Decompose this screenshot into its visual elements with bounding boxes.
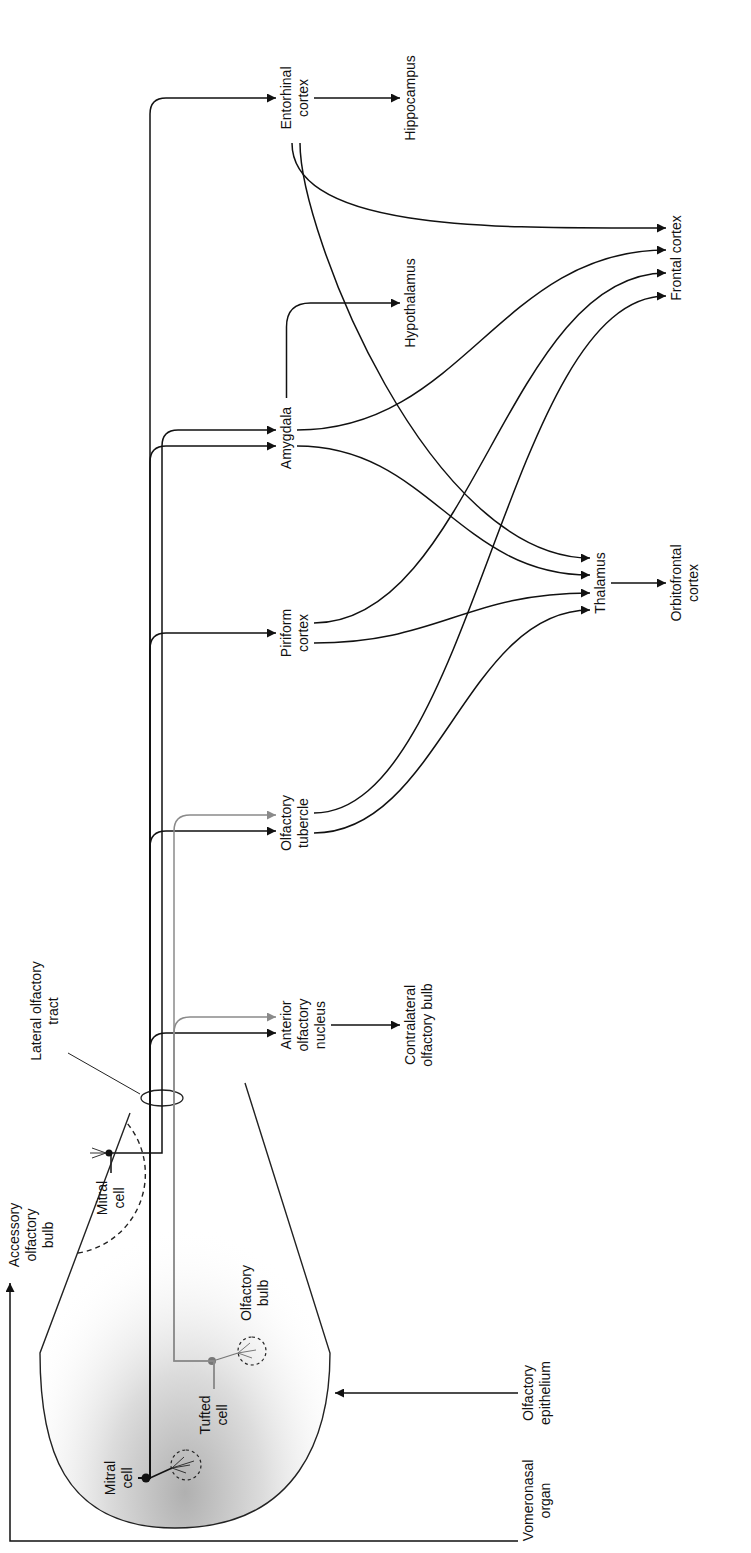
node-text: Anterior olfactory nucleus <box>278 985 329 1065</box>
node-text: Orbitofrontal cortex <box>668 528 702 638</box>
dendrite-tuft <box>238 1343 256 1358</box>
node-text: Thalamus <box>592 543 609 623</box>
projection-arrow <box>314 296 666 813</box>
projection-arrow <box>314 593 590 643</box>
node-text: Olfactory epithelium <box>520 1348 554 1438</box>
source-label: Olfactory epithelium <box>518 1348 556 1438</box>
node-text: Vomeronasal organ <box>520 1453 554 1548</box>
projection-arrow <box>297 250 666 430</box>
target-label: Orbitofrontal cortex <box>666 528 704 638</box>
structure-label: Lateral olfactory tract <box>28 959 62 1063</box>
mitral-dendrite <box>150 1468 172 1478</box>
bulb-shading <box>40 1083 330 1528</box>
leader-line <box>68 1053 140 1094</box>
projection-arrow <box>292 143 666 228</box>
node-text: Mitral cell <box>102 1453 136 1503</box>
accessory-bulb-region: Accessory olfactory bulb Mitral cell <box>0 1073 200 1283</box>
projection-arrow <box>314 273 666 623</box>
projection-arrow <box>314 97 400 99</box>
target-label: Contralateral olfactory bulb <box>400 965 438 1085</box>
node-text: Contralateral olfactory bulb <box>402 965 436 1085</box>
target-label: Piriform cortex <box>276 593 314 673</box>
target-label: Frontal cortex <box>666 203 687 313</box>
projection-arrow <box>138 1033 276 1478</box>
target-label: Anterior olfactory nucleus <box>276 985 331 1065</box>
target-label: Hypothalamus <box>400 248 421 358</box>
projection-arrow <box>300 143 590 558</box>
projection-arrow <box>138 831 276 1478</box>
cell-label: Tufted cell <box>195 1389 233 1441</box>
region-outline-path <box>78 1123 145 1253</box>
source-label: Vomeronasal organ <box>518 1453 556 1548</box>
projection-arrow <box>10 1283 518 1541</box>
projection-arrow <box>138 633 276 1478</box>
target-label: Entorhinal cortex <box>276 53 314 143</box>
projection-arrow <box>111 430 276 1173</box>
projection-arrow <box>335 1392 518 1394</box>
node-text: Mitral cell <box>94 1173 128 1223</box>
node-text: Accessory olfactory bulb <box>6 1195 57 1275</box>
glomerulus <box>171 1450 201 1480</box>
projection-arrow <box>331 1024 400 1026</box>
target-label: Hippocampus <box>400 43 421 153</box>
node-text: Olfactory tubercle <box>278 783 312 863</box>
node-text: Frontal cortex <box>668 203 685 313</box>
cell-label: Mitral cell <box>100 1453 138 1503</box>
node-text: Hypothalamus <box>402 248 419 358</box>
region-outline-path <box>40 1083 330 1528</box>
cell-label: Mitral cell <box>92 1173 130 1223</box>
node-text: Piriform cortex <box>278 593 312 673</box>
node-text: Olfactory bulb <box>238 1255 272 1331</box>
projection-arrow <box>297 446 590 575</box>
dendrite-tuft <box>172 1457 194 1473</box>
target-label: Amygdala <box>276 398 297 478</box>
target-label: Olfactory tubercle <box>276 783 314 863</box>
projection-arrow <box>138 98 276 1478</box>
dendrite-tuft <box>90 1148 106 1158</box>
projection-arrow <box>174 1017 276 1389</box>
tufted-dendrite <box>216 1353 238 1360</box>
glomerulus <box>238 1337 266 1365</box>
node-text: Tufted cell <box>197 1389 231 1441</box>
projection-arrow <box>287 303 401 398</box>
node-text: Hippocampus <box>402 43 419 153</box>
node-text: Entorhinal cortex <box>278 53 312 143</box>
projection-arrow <box>611 582 666 584</box>
projection-arrow <box>174 815 276 1389</box>
projection-arrow <box>138 446 276 1478</box>
node-text: Amygdala <box>278 398 295 478</box>
target-label: Thalamus <box>590 543 611 623</box>
